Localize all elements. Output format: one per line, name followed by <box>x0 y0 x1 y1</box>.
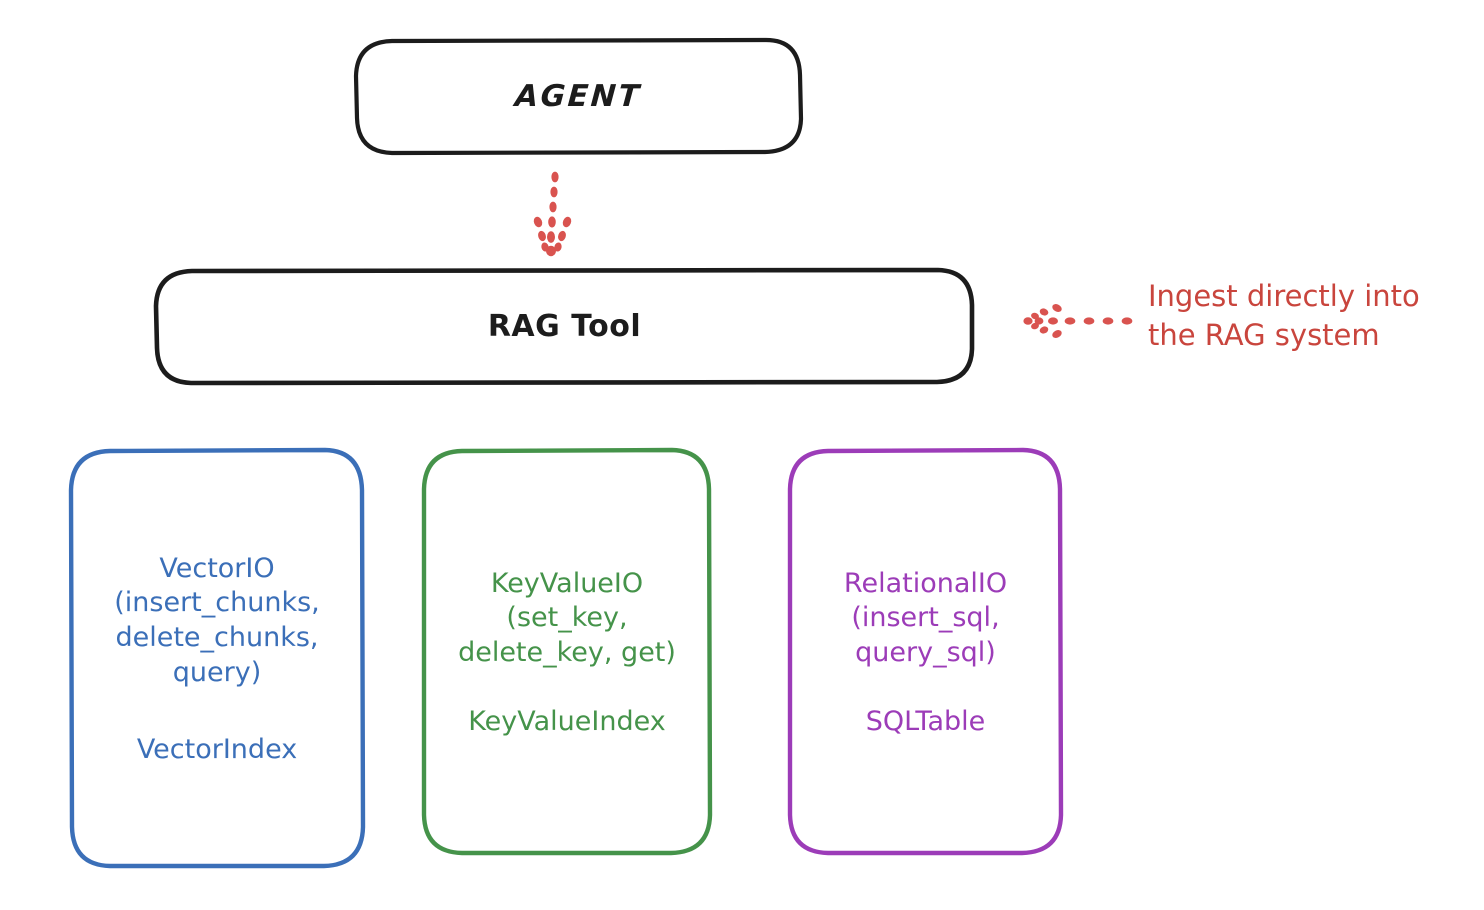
key-value-io-api-label: KeyValueIO (set_key, delete_key, get) <box>458 567 676 668</box>
rag-tool-box-outline[interactable] <box>153 267 975 386</box>
relational-io-api-label: RelationalIO (insert_sql, query_sql) <box>843 567 1008 668</box>
relational-io-node[interactable]: RelationalIO (insert_sql, query_sql) SQL… <box>790 450 1061 854</box>
rag-tool-node[interactable]: RAG Tool <box>156 270 973 383</box>
relational-io-box-outline[interactable] <box>787 447 1064 856</box>
sql-table-label: SQLTable <box>865 706 986 738</box>
rag-tool-label: RAG Tool <box>487 309 642 344</box>
vector-index-label: VectorIndex <box>136 734 298 766</box>
agent-box-outline[interactable] <box>353 37 804 156</box>
vector-io-box-outline[interactable] <box>68 447 366 869</box>
agent-label: AGENT <box>514 79 643 114</box>
agent-to-rag-tool-arrow <box>533 171 572 257</box>
vector-io-node[interactable]: VectorIO (insert_chunks, delete_chunks, … <box>71 450 363 867</box>
ingest-annotation-label: Ingest directly into the RAG system <box>1148 279 1420 352</box>
vector-io-api-label: VectorIO (insert_chunks, delete_chunks, … <box>114 552 320 688</box>
ingest-to-rag-tool-arrow <box>1023 304 1133 338</box>
key-value-io-node[interactable]: KeyValueIO (set_key, delete_key, get) Ke… <box>424 450 710 854</box>
agent-node[interactable]: AGENT <box>356 40 801 153</box>
key-value-io-box-outline[interactable] <box>421 447 713 856</box>
key-value-index-label: KeyValueIndex <box>468 706 666 738</box>
